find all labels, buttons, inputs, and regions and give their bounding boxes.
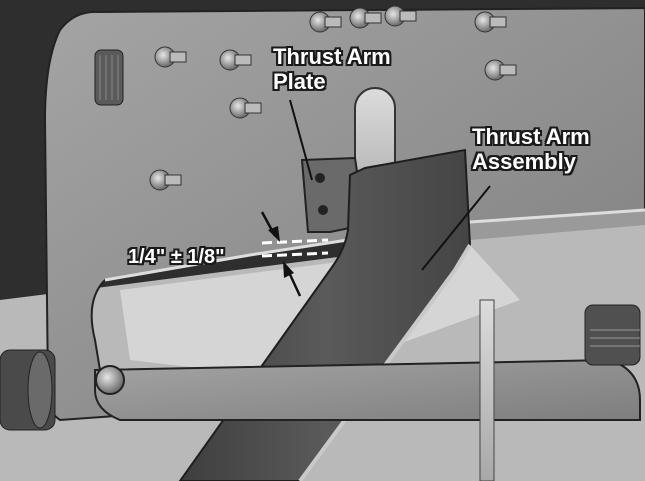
gap-dimension-label: 1/4" ± 1/8": [128, 246, 225, 268]
lower-arm: [94, 358, 641, 421]
thrust-arm-plate-label-line1: Thrust Arm: [273, 44, 391, 69]
vertical-rod: [479, 299, 495, 481]
thrust-arm-assembly-label-line1: Thrust Arm: [472, 124, 590, 149]
gap-arrow-bottom: [283, 261, 302, 297]
plate-leader-line: [289, 99, 313, 181]
pivot-bolt: [95, 365, 125, 395]
assembly-leader-line: [421, 185, 491, 271]
thrust-arm-assembly-label-line2: Assembly: [472, 149, 576, 174]
gap-dashed-line-upper: [261, 238, 329, 245]
gap-arrow-top: [260, 211, 280, 242]
thrust-arm-plate-label-line2: Plate: [273, 69, 326, 94]
gap-dashed-line-lower: [261, 251, 329, 258]
spline-hub: [94, 49, 124, 106]
thrust-arm-plate-label: Thrust Arm Plate: [273, 44, 391, 94]
right-coil-component: [584, 304, 641, 366]
thrust-arm-assembly-label: Thrust Arm Assembly: [472, 124, 590, 174]
bolt-group: [149, 5, 517, 191]
